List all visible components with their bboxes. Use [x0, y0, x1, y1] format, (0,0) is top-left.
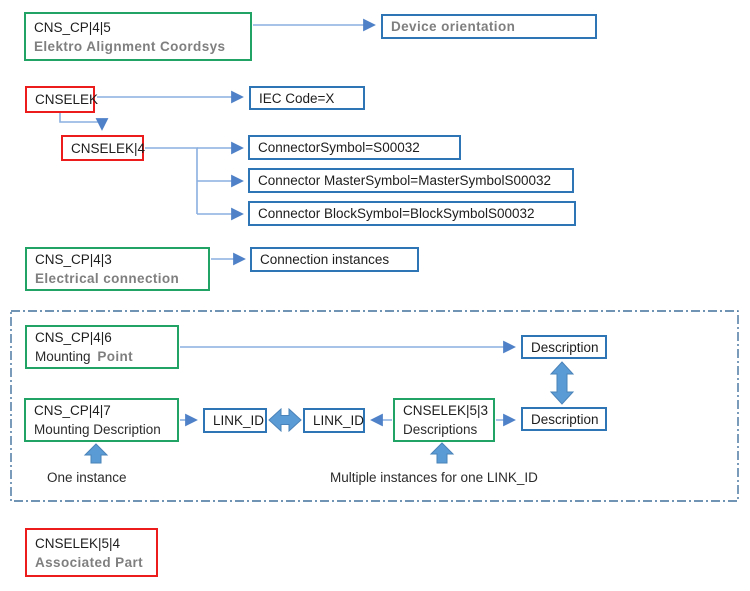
node-mounting-point-label: Mounting Point: [35, 347, 169, 366]
node-coordsys: CNS_CP|4|5 Elektro Alignment Coordsys: [24, 12, 252, 61]
node-cnselek4: CNSELEK|4: [61, 135, 146, 161]
node-cnselek-label: CNSELEK: [35, 92, 99, 107]
node-link-id-left: LINK_ID: [203, 408, 267, 433]
node-connector-block-symbol-label: Connector BlockSymbol=BlockSymbolS00032: [258, 206, 535, 221]
node-mounting-description-label: Mounting Description: [34, 422, 161, 437]
node-connector-block-symbol: Connector BlockSymbol=BlockSymbolS00032: [248, 201, 576, 226]
node-connector-symbol-label: ConnectorSymbol=S00032: [258, 140, 420, 155]
node-link-id-right-label: LINK_ID: [313, 413, 365, 428]
node-mounting-point-id: CNS_CP|4|6: [35, 330, 112, 345]
connector-cnselek4-branch: [145, 147, 198, 214]
point-word: Point: [97, 349, 134, 364]
node-electrical-connection-id: CNS_CP|4|3: [35, 252, 112, 267]
node-iec-code: IEC Code=X: [249, 86, 365, 110]
node-description-top-label: Description: [531, 339, 599, 355]
node-associated-part-id: CNSELEK|5|4: [35, 535, 121, 551]
node-description-bottom-label: Description: [531, 411, 599, 427]
double-arrow-descriptions-icon: [549, 361, 575, 405]
node-link-id-right: LINK_ID: [303, 408, 365, 433]
annotation-multiple-instances: Multiple instances for one LINK_ID: [330, 470, 538, 485]
node-mounting-description-id: CNS_CP|4|7: [34, 403, 111, 418]
node-coordsys-id: CNS_CP|4|5: [34, 19, 111, 35]
mounting-word: Mounting: [35, 349, 91, 364]
node-connector-master-symbol: Connector MasterSymbol=MasterSymbolS0003…: [248, 168, 574, 193]
connector-cnselek-to-cnselek4: [59, 113, 109, 131]
node-associated-part: CNSELEK|5|4 Associated Part: [25, 528, 158, 577]
node-associated-part-label: Associated Part: [35, 554, 144, 570]
annotation-one-instance: One instance: [47, 470, 127, 485]
node-cnselek: CNSELEK: [25, 86, 99, 113]
node-link-id-left-label: LINK_ID: [213, 413, 265, 428]
node-description-top: Description: [521, 335, 607, 359]
node-iec-code-label: IEC Code=X: [259, 90, 335, 106]
up-arrow-one-instance-icon: [83, 443, 109, 464]
up-arrow-multiple-instances-icon: [429, 442, 455, 464]
node-cnselek53-label: Descriptions: [403, 422, 478, 437]
node-cnselek53: CNSELEK|5|3 Descriptions: [393, 398, 495, 442]
node-mounting-point: CNS_CP|4|6 Mounting Point: [25, 325, 179, 369]
node-connector-master-symbol-label: Connector MasterSymbol=MasterSymbolS0003…: [258, 173, 552, 188]
node-coordsys-label: Elektro Alignment Coordsys: [34, 38, 226, 54]
node-electrical-connection-label: Electrical connection: [35, 271, 180, 286]
mounting-group-container: [10, 310, 739, 502]
node-cnselek4-label: CNSELEK|4: [71, 140, 146, 156]
node-electrical-connection: CNS_CP|4|3 Electrical connection: [25, 247, 210, 291]
node-device-orientation-label: Device orientation: [391, 19, 516, 34]
node-cnselek53-id: CNSELEK|5|3: [403, 403, 489, 418]
node-connection-instances: Connection instances: [250, 247, 419, 272]
node-mounting-description: CNS_CP|4|7 Mounting Description: [24, 398, 179, 442]
node-device-orientation: Device orientation: [381, 14, 597, 39]
node-connector-symbol: ConnectorSymbol=S00032: [248, 135, 461, 160]
double-arrow-linkid-icon: [268, 407, 302, 433]
node-connection-instances-label: Connection instances: [260, 252, 390, 267]
node-description-bottom: Description: [521, 407, 607, 431]
